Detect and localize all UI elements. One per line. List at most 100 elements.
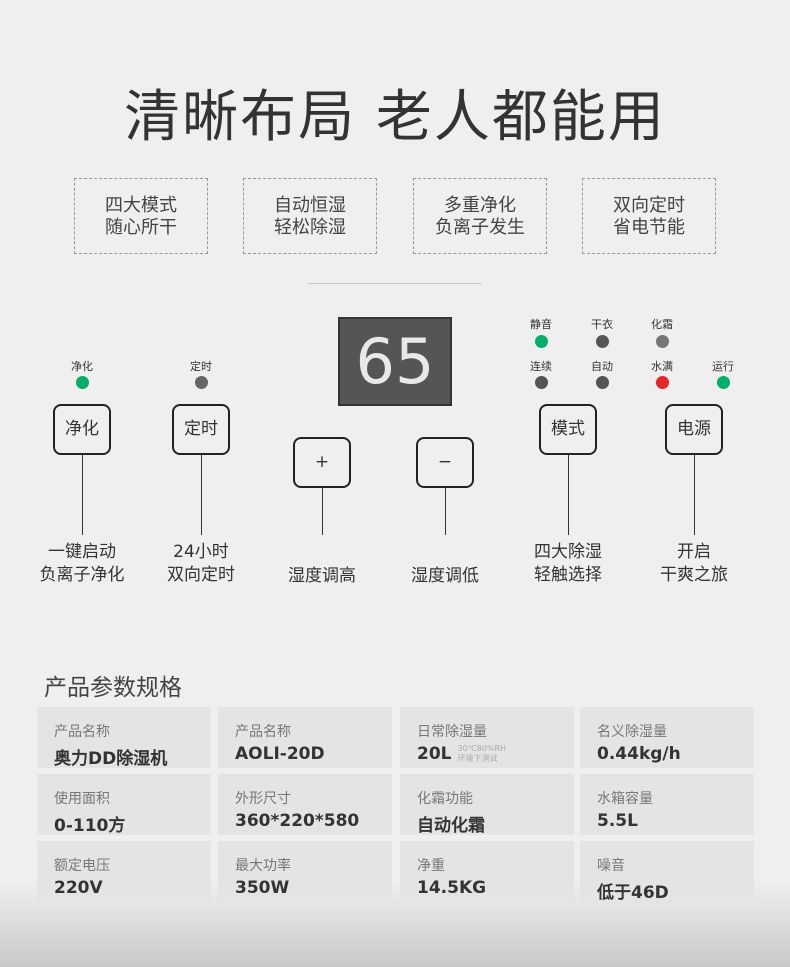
button-caption: 湿度调低 [411, 566, 479, 586]
control-button-3[interactable]: − [416, 437, 474, 488]
spec-value-text: 5.5L [597, 811, 638, 831]
feature-line: 自动恒湿 [274, 195, 346, 216]
button-caption: 一键启动 [48, 542, 116, 562]
indicator-label: 运行 [712, 360, 734, 373]
spec-value: 0-110方 [54, 811, 211, 836]
spec-cell: 化霜功能自动化霜 [400, 774, 574, 836]
spec-key: 日常除湿量 [417, 724, 487, 740]
spec-value: 自动化霜 [417, 811, 574, 836]
connector-line [81, 455, 83, 535]
spec-cell: 使用面积 0-110方 [37, 774, 211, 836]
spec-value-text: 0-110方 [54, 816, 126, 836]
spec-value-text: AOLI-20D [235, 744, 325, 764]
spec-value-text: 360*220*580 [235, 811, 360, 831]
indicator-dot [655, 376, 669, 389]
spec-value: 奥力DD除湿机 [54, 744, 211, 769]
button-caption: 开启 [677, 542, 711, 562]
control-button-5[interactable]: 电源 [665, 404, 723, 455]
button-caption: 双向定时 [167, 565, 235, 585]
spec-key: 噪音 [597, 858, 625, 874]
spec-value-text: 奥力DD除湿机 [54, 749, 168, 769]
spec-cell: 净重 14.5KG [400, 841, 574, 902]
indicator-dot [595, 376, 609, 389]
spec-cell: 水箱容量 5.5L [580, 774, 754, 835]
spec-key: 化霜功能 [417, 791, 473, 807]
spec-key: 净重 [417, 858, 445, 874]
indicator-label: 化霜 [651, 318, 673, 331]
feature-line: 省电节能 [613, 217, 685, 238]
spec-key: 使用面积 [54, 791, 110, 807]
spec-value-text: 20L [417, 744, 452, 764]
spec-value: 360*220*580 [235, 811, 392, 831]
button-caption: 湿度调高 [288, 566, 356, 586]
feature-box: 自动恒湿轻松除湿 [243, 178, 377, 254]
spec-value-text: 低于46D [597, 883, 669, 903]
indicator-dot [716, 376, 730, 389]
feature-box: 多重净化负离子发生 [413, 178, 547, 254]
control-button-4[interactable]: 模式 [539, 404, 597, 455]
feature-line: 负离子发生 [435, 217, 525, 238]
divider [308, 283, 482, 284]
spec-value: 220V [54, 878, 211, 898]
humidity-display: 65 [338, 317, 452, 406]
control-button-0[interactable]: 净化 [53, 404, 111, 455]
button-caption: 轻触选择 [534, 565, 602, 585]
feature-line: 多重净化 [444, 195, 516, 216]
feature-line: 双向定时 [613, 195, 685, 216]
indicator-label: 干衣 [591, 318, 613, 331]
spec-value: AOLI-20D [235, 744, 392, 764]
button-caption: 24小时 [173, 542, 229, 562]
indicator-dot [534, 376, 548, 389]
feature-line: 轻松除湿 [274, 217, 346, 238]
indicator-label: 静音 [530, 318, 552, 331]
spec-note-line: 环境下测试 [457, 754, 498, 763]
feature-line: 四大模式 [105, 195, 177, 216]
feature-box: 双向定时省电节能 [582, 178, 716, 254]
spec-value-text: 350W [235, 878, 290, 898]
indicator-dot [75, 376, 89, 389]
spec-key: 产品名称 [54, 724, 110, 740]
spec-title: 产品参数规格 [44, 675, 182, 701]
spec-key: 产品名称 [235, 724, 291, 740]
indicator-dot [655, 335, 669, 348]
connector-line [693, 455, 695, 535]
indicator-dot [534, 335, 548, 348]
feature-box: 四大模式随心所干 [74, 178, 208, 254]
spec-cell: 噪音低于46D [580, 841, 754, 903]
spec-value-text: 14.5KG [417, 878, 487, 898]
spec-cell: 产品名称 AOLI-20D [218, 707, 392, 768]
spec-value: 350W [235, 878, 392, 898]
feature-line: 随心所干 [105, 217, 177, 238]
spec-value-text: 0.44kg/h [597, 744, 681, 764]
spec-value: 0.44kg/h [597, 744, 754, 764]
indicator-label: 水满 [651, 360, 673, 373]
control-button-1[interactable]: 定时 [172, 404, 230, 455]
page-title: 清晰布局 老人都能用 [124, 85, 666, 150]
indicator-label: 连续 [530, 360, 552, 373]
spec-value: 5.5L [597, 811, 754, 831]
control-button-2[interactable]: + [293, 437, 351, 488]
connector-line [200, 455, 202, 535]
spec-key: 名义除湿量 [597, 724, 667, 740]
spec-cell: 名义除湿量 0.44kg/h [580, 707, 754, 768]
connector-line [444, 488, 446, 535]
spec-key: 水箱容量 [597, 791, 653, 807]
spec-key: 额定电压 [54, 858, 110, 874]
indicator-label: 净化 [71, 360, 93, 373]
indicator-dot [595, 335, 609, 348]
spec-cell: 产品名称奥力DD除湿机 [37, 707, 211, 769]
indicator-label: 自动 [591, 360, 613, 373]
spec-value: 14.5KG [417, 878, 574, 898]
connector-line [567, 455, 569, 535]
button-caption: 四大除湿 [534, 542, 602, 562]
spec-cell: 额定电压 220V [37, 841, 211, 902]
spec-note-line: 30℃80%RH [457, 744, 507, 753]
spec-value-text: 自动化霜 [417, 816, 485, 836]
indicator-dot [194, 376, 208, 389]
spec-key: 最大功率 [235, 858, 291, 874]
button-caption: 负离子净化 [39, 565, 125, 585]
button-caption: 干爽之旅 [660, 565, 728, 585]
